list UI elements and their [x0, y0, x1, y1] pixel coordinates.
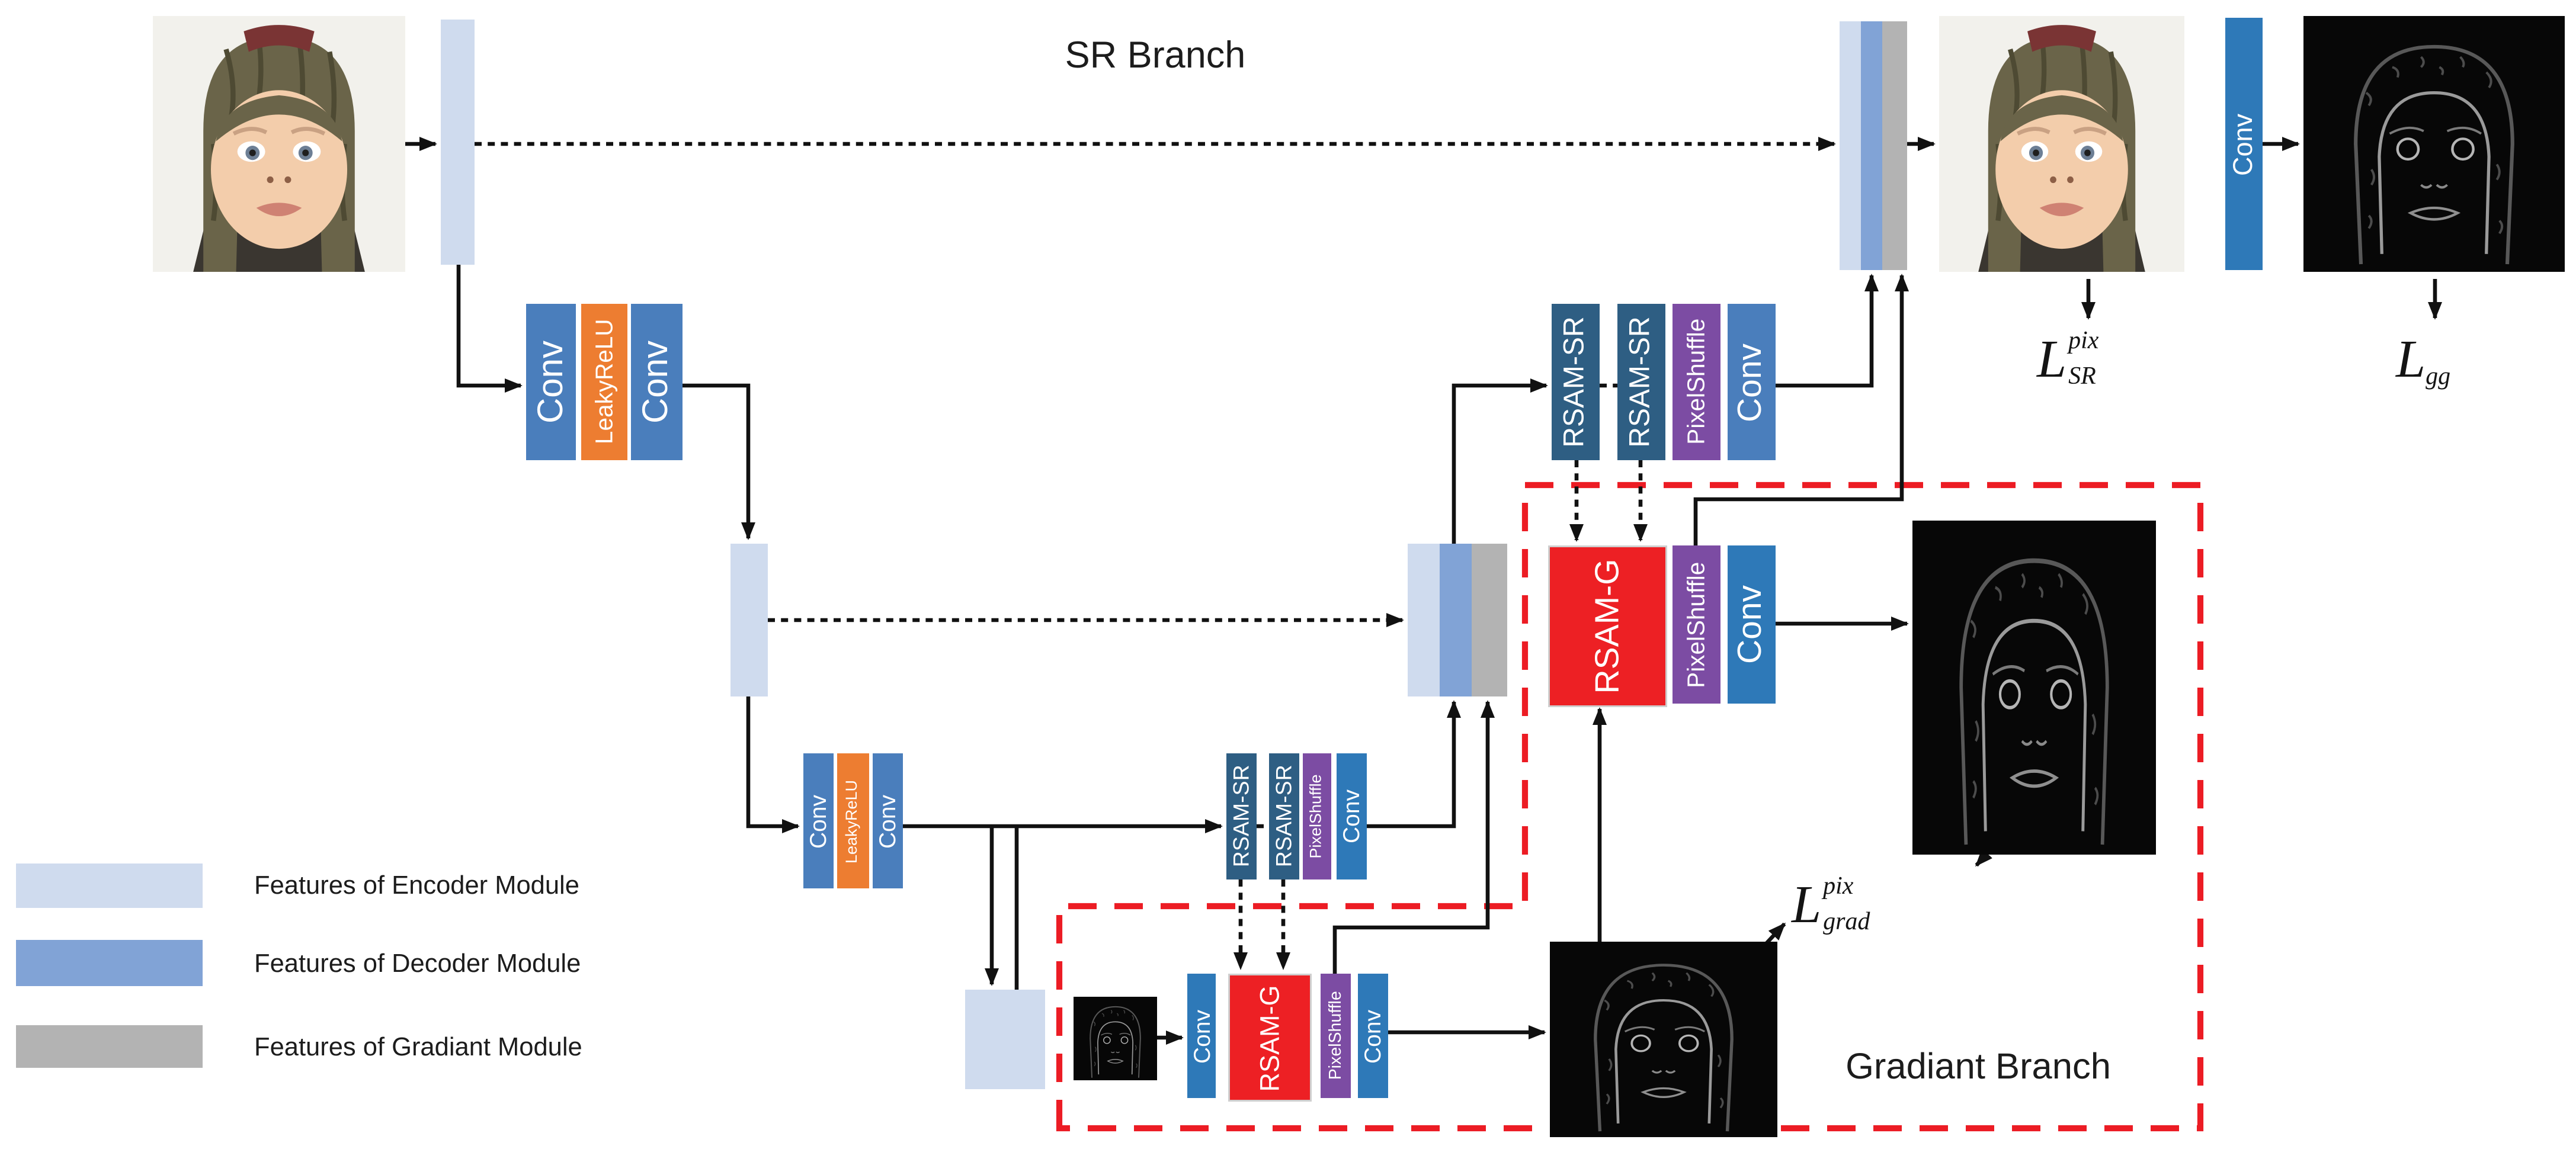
conv-label: Conv: [1188, 1009, 1215, 1063]
upper-g-pixelshuffle-block: PixelShuffle: [1673, 545, 1720, 704]
loss-sr-base: L: [2037, 330, 2067, 389]
encoder-feature-bar-2: [730, 544, 768, 696]
conv-label: Conv: [531, 340, 571, 424]
encoder1-conv2-block: Conv: [631, 304, 683, 460]
encoder1-conv1-block: Conv: [526, 304, 576, 460]
lower-conv-out-block: Conv: [1358, 974, 1388, 1098]
lower-conv-in-block: Conv: [1187, 974, 1216, 1098]
mid-stack-encoder-bar: [1408, 544, 1440, 696]
conv-label: Conv: [1338, 789, 1366, 844]
lower-pixelshuffle-block: PixelShuffle: [1321, 974, 1351, 1098]
upper-g-conv-block: Conv: [1728, 545, 1776, 704]
loss-grad-sub: grad: [1823, 910, 1870, 936]
loss-sr-sub: SR: [2068, 364, 2096, 391]
loss-grad-base: L: [1792, 876, 1822, 935]
loss-gg-sub: gg: [2426, 364, 2451, 391]
encoder1-leakyrelu-block: LeakyReLU: [581, 304, 627, 460]
encoder-feature-bar-3: [965, 990, 1045, 1089]
rsam-g-label: RSAM-G: [1589, 558, 1626, 694]
top-rsam-sr-1-block: RSAM-SR: [1552, 304, 1600, 460]
top-stack-encoder-bar: [1840, 21, 1861, 270]
conv-label: Conv: [1733, 342, 1771, 422]
loss-gg-base: L: [2396, 330, 2426, 389]
pixelshuffle-label: PixelShuffle: [1683, 319, 1710, 445]
legend-decoder-label: Features of Decoder Module: [254, 951, 581, 979]
encoder2-conv1-block: Conv: [803, 753, 834, 888]
rsam-sr-label: RSAM-SR: [1271, 765, 1296, 868]
pixelshuffle-label: PixelShuffle: [1325, 991, 1345, 1080]
gradient-intermediate-image: [1550, 942, 1777, 1137]
conv-label: Conv: [2229, 113, 2259, 175]
sr-gradient-map-image: [2303, 16, 2565, 272]
leakyrelu-label: LeakyReLU: [590, 319, 617, 445]
mid-stack-decoder-bar: [1440, 544, 1472, 696]
loss-sr-sup: pix: [2068, 329, 2099, 355]
top-rsam-sr-2-block: RSAM-SR: [1617, 304, 1665, 460]
lower-rsam-g-block: RSAM-G: [1228, 974, 1312, 1102]
encoder2-leakyrelu-block: LeakyReLU: [837, 753, 869, 888]
rsam-g-label: RSAM-G: [1255, 984, 1285, 1091]
mid-pixelshuffle-block: PixelShuffle: [1303, 753, 1331, 879]
pixelshuffle-label: PixelShuffle: [1307, 774, 1325, 859]
mid-stack-gradient-bar: [1472, 544, 1507, 696]
loss-grad-sup: pix: [1823, 874, 1854, 901]
mid-conv-block: Conv: [1337, 753, 1367, 879]
mid-rsam-sr-2-block: RSAM-SR: [1269, 753, 1299, 879]
gradient-branch-title: Gradiant Branch: [1846, 1047, 2111, 1087]
legend-encoder-label: Features of Encoder Module: [254, 872, 579, 901]
conv-label: Conv: [1733, 585, 1771, 665]
encoder-feature-bar-1: [441, 20, 475, 265]
top-pixelshuffle-block: PixelShuffle: [1673, 304, 1720, 460]
sr-branch-title: SR Branch: [1065, 36, 1246, 76]
rsam-sr-label: RSAM-SR: [1228, 765, 1254, 868]
gradient-branch-output-image: [1912, 521, 2156, 855]
mid-rsam-sr-1-block: RSAM-SR: [1226, 753, 1257, 879]
sr-output-image: [1939, 16, 2184, 272]
upper-rsam-g-block: RSAM-G: [1548, 545, 1667, 707]
top-stack-decoder-bar: [1861, 21, 1882, 270]
conv-label: Conv: [874, 794, 902, 848]
top-conv-block: Conv: [1728, 304, 1776, 460]
input-lr-image: [153, 16, 405, 272]
top-stack-gradient-bar: [1882, 21, 1907, 270]
gradient-input-image: [1074, 997, 1157, 1080]
rsam-sr-label: RSAM-SR: [1559, 316, 1590, 448]
conv-label: Conv: [805, 794, 832, 848]
legend-gradient-label: Features of Gradiant Module: [254, 1034, 582, 1063]
encoder2-conv2-block: Conv: [873, 753, 903, 888]
legend-gradient-swatch: [16, 1025, 203, 1068]
pixelshuffle-label: PixelShuffle: [1683, 561, 1710, 688]
leakyrelu-label: LeakyReLU: [843, 779, 861, 863]
conv-label: Conv: [637, 340, 677, 424]
loss-gg-label: Lgg: [2396, 333, 2451, 391]
legend-encoder-swatch: [16, 864, 203, 908]
rsam-sr-label: RSAM-SR: [1625, 316, 1656, 448]
legend-decoder-swatch: [16, 940, 203, 986]
output-gradient-conv-block: Conv: [2225, 18, 2263, 270]
conv-label: Conv: [1360, 1009, 1387, 1063]
